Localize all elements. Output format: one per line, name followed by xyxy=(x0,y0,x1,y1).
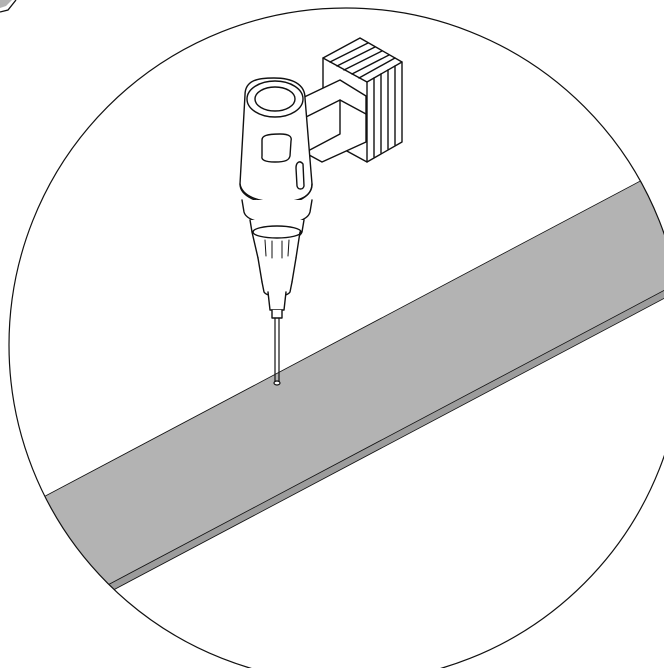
direction-switch xyxy=(261,133,292,163)
drill-bit xyxy=(271,309,283,386)
board-top-face xyxy=(9,160,664,642)
board-top-line xyxy=(9,159,664,521)
corner-fragment-shade xyxy=(0,0,12,8)
board-front-edge xyxy=(9,282,664,650)
trigger xyxy=(295,161,305,190)
drill-chuck xyxy=(241,199,313,311)
cordless-drill xyxy=(239,37,403,386)
pilot-hole xyxy=(273,380,281,386)
board-edge-line xyxy=(9,281,664,643)
corner-fragment xyxy=(0,0,17,13)
drill-body xyxy=(239,77,313,205)
board-strip xyxy=(9,159,664,651)
detail-circle-outline xyxy=(8,7,664,668)
